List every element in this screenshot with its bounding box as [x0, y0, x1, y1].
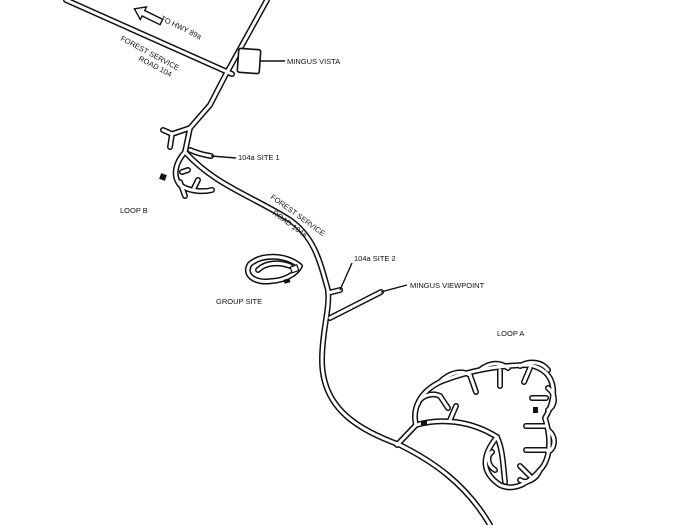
loop-a-connector-fill: [395, 423, 418, 447]
loop-a-bump-6-fill: [546, 428, 556, 454]
loop-b-stub-2-fill: [178, 180, 187, 198]
loop-a-stub-2-fill: [468, 373, 478, 394]
loop-b-label: LOOP B: [120, 206, 148, 215]
group-site-label: GROUP SITE: [216, 297, 262, 306]
group-site-inner-fill: [256, 261, 292, 272]
loop-a-bump-1-fill: [416, 392, 442, 406]
stub-north-1-fill: [170, 126, 192, 136]
site1-label: 104a SITE 1: [238, 153, 280, 162]
main-road-104a: [182, 149, 493, 525]
mingus-viewpoint-label: MINGUS VIEWPOINT: [410, 281, 485, 290]
loop-a-bump-2-fill: [438, 370, 472, 384]
loop-a-stub-4-fill: [522, 366, 532, 384]
restroom-marker-icon: [533, 407, 538, 413]
mingus-vista-building-icon: [236, 47, 262, 75]
viewpoint-road-fill: [328, 290, 383, 320]
loop-a-label: LOOP A: [497, 329, 524, 338]
loop-a-inner-1-fill: [414, 419, 499, 439]
restroom-marker-icon: [159, 173, 167, 181]
north-road-fill: [183, 0, 269, 154]
loop-b-stub-1-fill: [180, 168, 190, 174]
to-hwy-label: TO HWY 89a: [159, 14, 204, 42]
restroom-marker-icon: [283, 278, 291, 284]
loop-a-bump-7-fill: [518, 468, 542, 484]
stub-north-2-fill: [161, 128, 174, 136]
loop-a-bump-4-fill: [518, 361, 550, 372]
mingus-vista-label: MINGUS VISTA: [287, 57, 340, 66]
loop-a-stub-1-fill: [438, 394, 450, 410]
fs104-road-fill: [64, 0, 234, 76]
stub-north-3-fill: [168, 132, 174, 149]
restroom-marker-icon: [421, 421, 427, 425]
loop-a-stub-9-fill: [448, 404, 458, 422]
site2-spur-fill: [326, 288, 342, 295]
loop-a-bump-8-fill: [486, 450, 497, 472]
loop-a-inner-2-fill: [495, 435, 507, 484]
loop-a-stub-8-fill: [518, 464, 532, 478]
leader-lines: [210, 60, 408, 293]
site2-label: 104a SITE 2: [354, 254, 396, 263]
road-network: [63, 0, 557, 525]
map-labels: TO HWY 89a FOREST SERVICE ROAD 104 MINGU…: [119, 14, 524, 338]
loop-a-bump-5-fill: [546, 386, 556, 412]
main-road-104a-fill: [183, 150, 492, 525]
group-site-loop-fill: [246, 255, 302, 284]
site1-spur-fill: [188, 148, 213, 158]
loop-b-stub-3-fill: [192, 178, 200, 190]
shelter-marker-icon: [289, 264, 300, 274]
arrow-left-icon: [133, 6, 164, 26]
loop-a-bump-3-fill: [478, 362, 510, 372]
